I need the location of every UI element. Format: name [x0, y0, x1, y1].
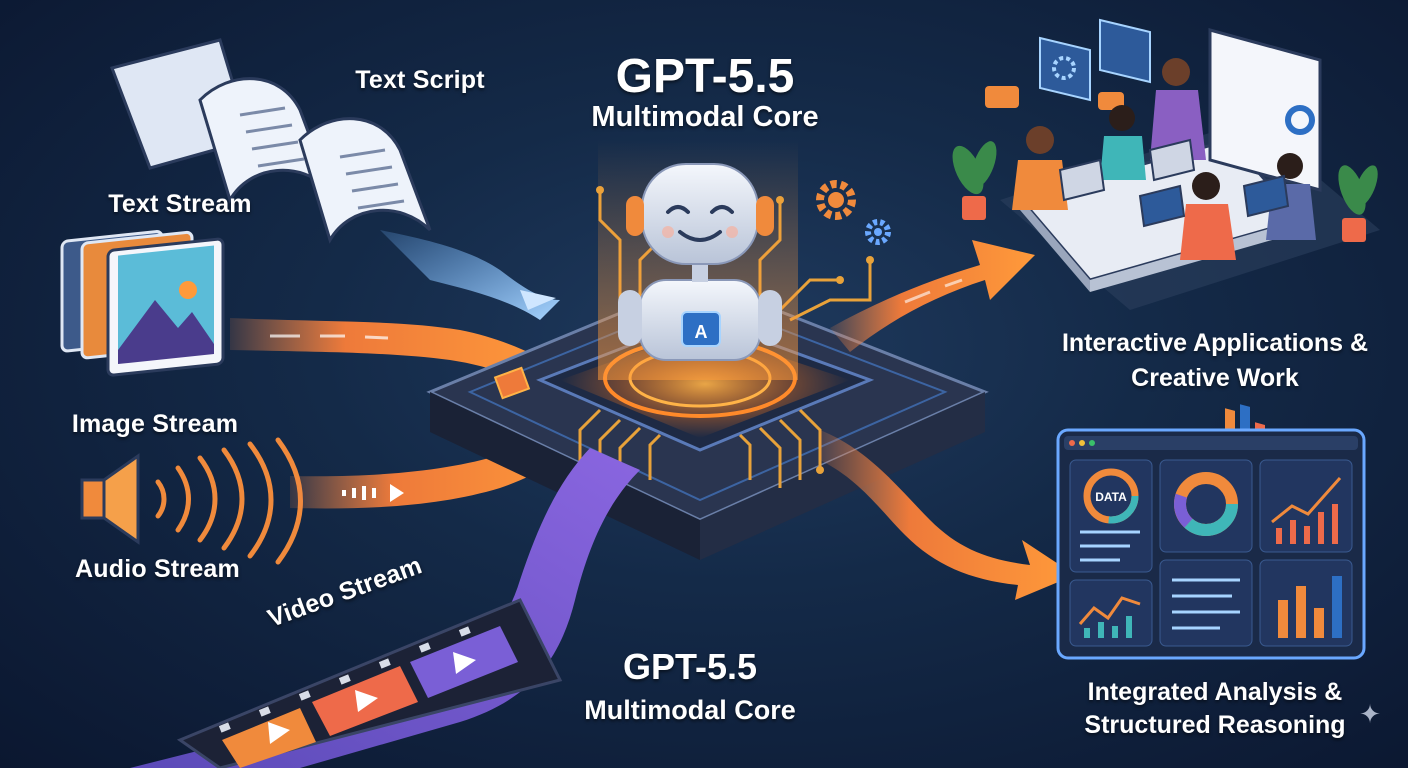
film-strip-icon — [176, 598, 563, 768]
gear-icon — [816, 180, 891, 245]
label-image-stream: Image Stream — [71, 410, 239, 438]
label-audio-stream: Audio Stream — [75, 555, 240, 583]
input-port — [493, 366, 531, 400]
label-text-script: Text Script — [355, 66, 485, 94]
output-arrow-upper — [830, 240, 1035, 352]
bottom-title: GPT-5.5 — [622, 646, 758, 687]
audio-wave-marks — [342, 484, 404, 502]
label-text-stream: Text Stream — [108, 190, 252, 218]
top-subtitle: Multimodal Core — [591, 101, 819, 133]
document-icon — [110, 38, 432, 244]
image-icon — [60, 230, 225, 377]
sparkle-icon: ✦ — [1359, 699, 1381, 729]
text-stream-arrowhead — [520, 290, 556, 310]
label-interactive-applications: Interactive Applications & Creative Work — [1061, 329, 1369, 392]
chip-badge-label: A — [695, 322, 708, 342]
team-workspace-illustration — [952, 18, 1380, 459]
robot-icon — [618, 163, 782, 361]
label-integrated-analysis: Integrated Analysis & Structured Reasoni… — [1084, 678, 1346, 739]
bottom-subtitle: Multimodal Core — [584, 695, 796, 725]
text-stream-flow — [380, 230, 560, 320]
dashboard-icon — [1056, 428, 1366, 660]
output-arrow-lower — [820, 430, 1075, 600]
speaker-icon — [80, 437, 303, 565]
image-stream-flow — [230, 318, 560, 392]
dashboard-data-label: DATA — [1095, 490, 1127, 504]
top-title: GPT-5.5 — [615, 50, 795, 103]
